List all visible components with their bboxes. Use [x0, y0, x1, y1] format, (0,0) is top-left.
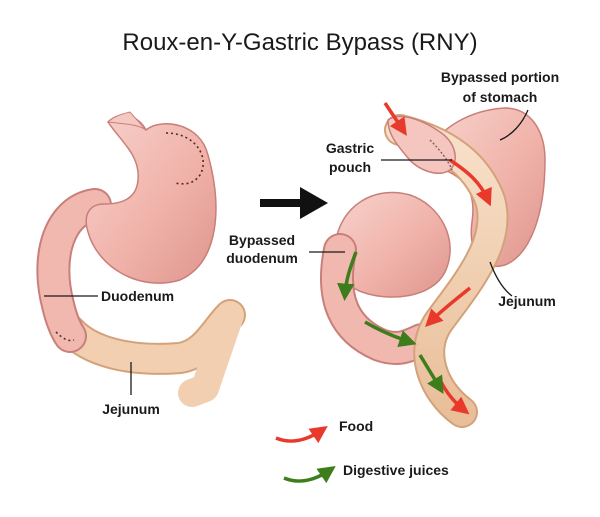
label-gastric-pouch-2: pouch	[329, 159, 371, 175]
normal-anatomy: Duodenum Jejunum	[36, 111, 246, 417]
label-bypassed-stomach-2: of stomach	[463, 89, 538, 105]
food-arrow-3	[425, 286, 472, 327]
label-duodenum: Duodenum	[101, 288, 174, 304]
legend-juices-label: Digestive juices	[343, 462, 449, 478]
label-jejunum: Jejunum	[102, 401, 160, 417]
normal-cut-line	[165, 132, 204, 185]
right-arrow-icon	[260, 187, 328, 219]
juice-arrow-2	[364, 320, 417, 347]
legend-item-juices: Digestive juices	[283, 462, 449, 484]
legend-food-label: Food	[339, 418, 373, 434]
bypassed-stomach-leader	[499, 109, 529, 141]
bypass-anatomy: Bypassed portion of stomach Gastric pouc…	[226, 69, 559, 428]
diagram-title: Roux-en-Y-Gastric Bypass (RNY)	[122, 29, 477, 56]
juice-arrow-1	[337, 251, 358, 301]
food-arrow-2	[449, 158, 492, 207]
red-curved-arrow-icon	[275, 426, 328, 444]
label-jejunum-after: Jejunum	[498, 293, 556, 309]
juice-arrow-3	[418, 354, 444, 395]
label-bypassed-duodenum-1: Bypassed	[229, 232, 295, 248]
jejunum-after-leader	[489, 261, 513, 297]
label-bypassed-duodenum-2: duodenum	[226, 250, 298, 266]
label-bypassed-stomach-1: Bypassed portion	[441, 69, 559, 85]
legend: Food Digestive juices	[275, 418, 449, 484]
legend-item-food: Food	[275, 418, 373, 444]
normal-stomach	[85, 114, 217, 284]
label-gastric-pouch-1: Gastric	[326, 140, 374, 156]
bypassed-stomach-lower	[334, 191, 451, 298]
green-curved-arrow-icon	[283, 466, 336, 484]
food-arrow-1	[383, 102, 407, 136]
